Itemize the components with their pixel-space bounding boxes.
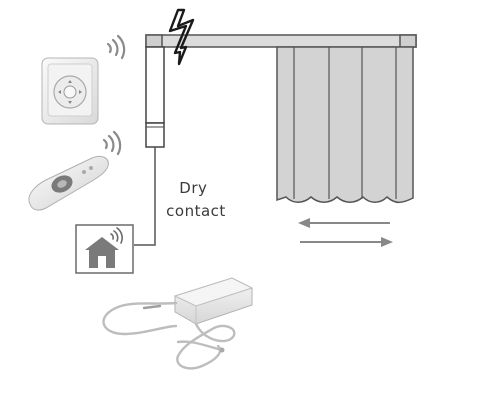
open-direction-arrow: [300, 237, 393, 247]
power-adapter-cable: [102, 301, 236, 370]
dry-contact-wire: [134, 147, 156, 246]
smart-home-icon: [75, 224, 134, 274]
dry-contact-label-line2: contact: [166, 202, 226, 220]
lightning-bolt-icon: [168, 8, 195, 66]
close-direction-arrow: [298, 218, 390, 228]
wall-switch-icon: [41, 57, 99, 125]
remote-signal-icon: [102, 130, 122, 156]
curtain: [276, 46, 414, 204]
power-adapter-icon: [173, 277, 254, 325]
motor: [145, 46, 165, 148]
wall-switch-signal-icon: [106, 34, 126, 60]
dry-contact-label: Dry contact: [166, 179, 226, 220]
remote-control-icon: [28, 155, 109, 211]
curtain-rail: [145, 34, 417, 48]
dry-contact-label-line1: Dry: [179, 179, 207, 197]
